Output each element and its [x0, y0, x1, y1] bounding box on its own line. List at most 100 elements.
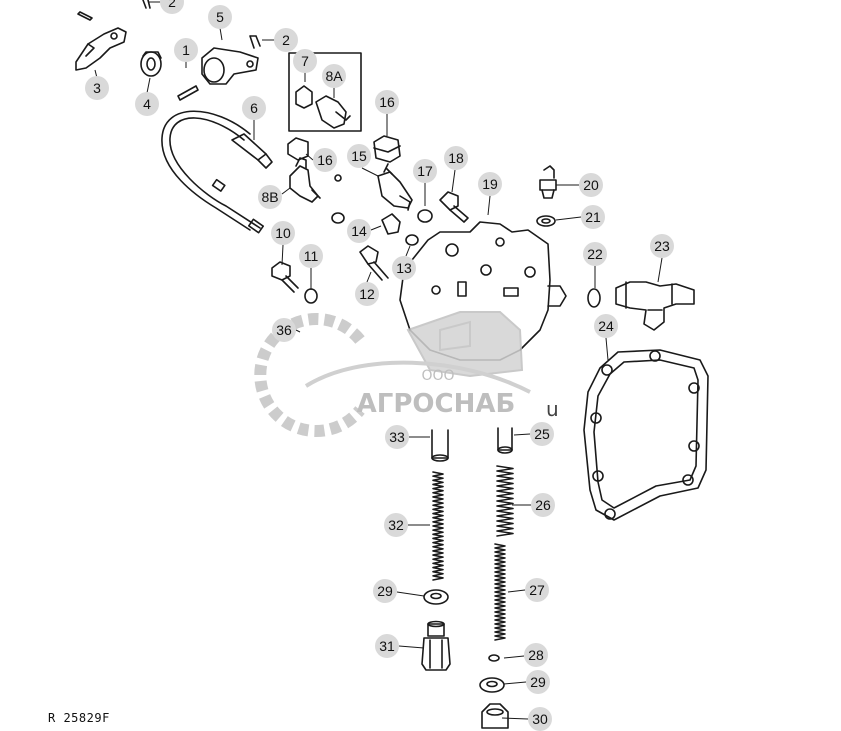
- callout-label: 19: [482, 176, 498, 192]
- callout-bubble: [347, 144, 371, 168]
- callout-label: 1: [182, 42, 190, 58]
- callout-bubble: [392, 256, 416, 280]
- callout-label: 8B: [261, 189, 278, 205]
- callout-c-27: 27: [507, 578, 549, 602]
- part-13-oring: [405, 234, 419, 246]
- callout-c-25: 25: [513, 422, 554, 446]
- leader-line: [396, 591, 425, 597]
- leader-line: [146, 77, 151, 94]
- callout-bubble: [299, 244, 323, 268]
- parts-layer: [75, 0, 709, 729]
- callout-c-32: 32: [384, 513, 430, 537]
- callout-bubble: [160, 0, 184, 14]
- callout-bubble: [313, 148, 337, 172]
- watermark-swoosh: [304, 360, 531, 394]
- o-rings-left: [331, 174, 345, 224]
- leader-line: [555, 216, 582, 221]
- callout-c-33: 33: [385, 425, 430, 449]
- callout-bubble: [135, 92, 159, 116]
- callout-label: 17: [417, 163, 433, 179]
- callout-c-30: 30: [501, 707, 552, 731]
- callout-bubble: [322, 64, 346, 88]
- callout-bubble: [271, 221, 295, 245]
- callout-c-1: 1: [174, 38, 198, 68]
- callout-c-23: 23: [650, 234, 674, 283]
- watermark-gear-icon: [254, 313, 365, 437]
- callout-label: 2: [168, 0, 176, 10]
- leader-line: [281, 187, 291, 195]
- callout-c-20: 20: [556, 173, 603, 197]
- leader-line: [219, 27, 223, 41]
- callout-bubble: [208, 5, 232, 29]
- callout-c-13: 13: [392, 245, 416, 280]
- callout-c-6: 6: [242, 96, 266, 140]
- leader-line: [305, 153, 314, 161]
- part-33-spool: [431, 429, 449, 462]
- callout-bubble: [174, 38, 198, 62]
- part-11-washer: [304, 288, 318, 304]
- part-31-plug: [421, 620, 451, 671]
- leader-line: [487, 195, 491, 216]
- part-28-clip: [488, 654, 500, 662]
- leader-line: [398, 645, 425, 649]
- callout-bubble: [444, 146, 468, 170]
- callout-bubble: [347, 219, 371, 243]
- watermark-brand: АГРОСНАБ: [357, 389, 516, 419]
- callout-c-2a: 2: [148, 0, 184, 14]
- callout-bubble: [530, 422, 554, 446]
- callout-c-15: 15: [347, 144, 379, 177]
- watermark-tractor-icon: [406, 311, 524, 378]
- leader-line: [507, 589, 526, 593]
- callout-label: 2: [282, 32, 290, 48]
- callout-c-26: 26: [512, 493, 555, 517]
- callout-bubble: [293, 49, 317, 73]
- callout-bubble: [531, 493, 555, 517]
- callout-label: 12: [359, 286, 375, 302]
- callout-label: 3: [93, 80, 101, 96]
- callout-bubble: [258, 185, 282, 209]
- callout-c-8B: 8B: [258, 185, 291, 209]
- callout-c-3: 3: [85, 69, 109, 100]
- leader-line: [501, 717, 529, 720]
- callout-label: 13: [396, 260, 412, 276]
- callout-label: 28: [528, 647, 544, 663]
- callout-c-17: 17: [413, 159, 437, 206]
- callout-c-5: 5: [208, 5, 232, 41]
- leader-line: [451, 169, 456, 193]
- callout-label: 21: [585, 209, 601, 225]
- callout-label: 29: [377, 583, 393, 599]
- callout-bubble: [375, 634, 399, 658]
- callout-label: 26: [535, 497, 551, 513]
- part-26-spring: [496, 465, 514, 537]
- callout-bubble: [583, 242, 607, 266]
- boxed-group-7-8a: [288, 52, 362, 132]
- callout-c-7: 7: [293, 49, 317, 82]
- callout-bubble: [385, 425, 409, 449]
- part-22-oring: [587, 288, 601, 308]
- part-21-washer: [536, 215, 556, 227]
- part-4-washer: [140, 51, 162, 77]
- watermark: ООО АГРОСНАБ u: [254, 311, 559, 437]
- leader-line: [503, 681, 527, 685]
- callout-c-29a: 29: [373, 579, 425, 603]
- callout-label: 36: [276, 322, 292, 338]
- callout-c-19: 19: [478, 172, 502, 216]
- callout-c-14: 14: [347, 219, 382, 243]
- callout-c-12: 12: [355, 271, 379, 306]
- callout-bubble: [579, 173, 603, 197]
- callout-c-16a: 16: [375, 90, 399, 136]
- callout-label: 16: [379, 94, 395, 110]
- part-27-spring: [494, 543, 506, 641]
- callout-bubble: [594, 314, 618, 338]
- part-24-gasket: [583, 349, 709, 521]
- callout-c-4: 4: [135, 77, 159, 116]
- callout-bubble: [413, 159, 437, 183]
- leader-line: [361, 167, 379, 177]
- part-6-sensor-harness: [161, 110, 273, 234]
- callout-label: 31: [379, 638, 395, 654]
- callout-label: 25: [534, 426, 550, 442]
- callout-bubble: [373, 579, 397, 603]
- callout-label: 4: [143, 96, 151, 112]
- leader-line: [281, 244, 284, 266]
